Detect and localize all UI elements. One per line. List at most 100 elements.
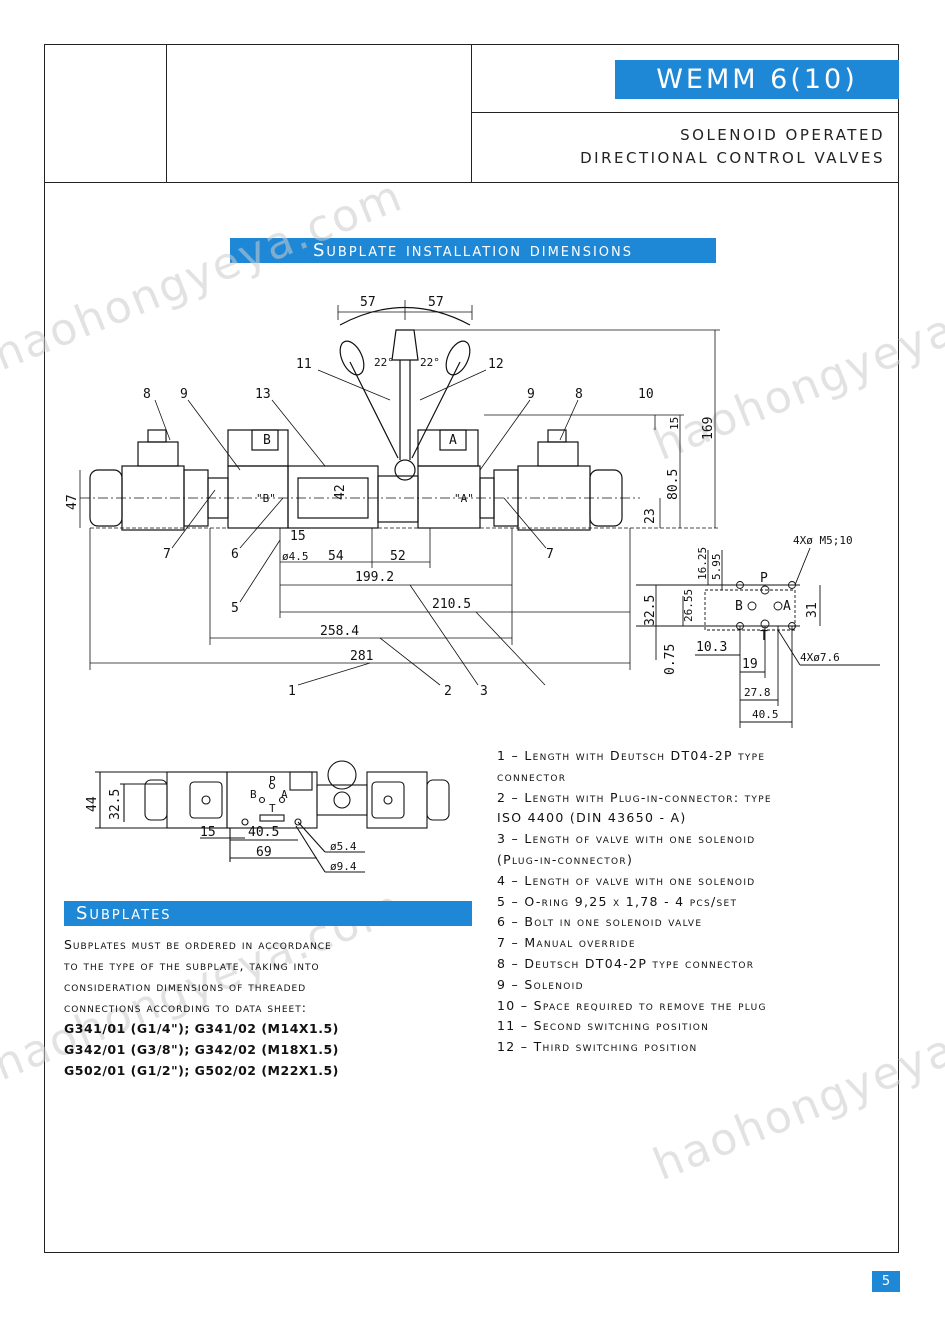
dim-label: 40.5	[248, 825, 279, 840]
dim-label: 19	[742, 657, 758, 672]
valve-side-view	[80, 306, 640, 531]
legend-item: 10 – Space required to remove the plug	[497, 997, 767, 1013]
port-mark: "A"	[454, 492, 474, 505]
legend-item: 2 – Length with Plug-in-connector: type	[497, 789, 772, 805]
header-divider	[471, 44, 472, 183]
notes-line: Subplates must be ordered in accordance	[64, 937, 332, 952]
callout-label: 8	[575, 387, 583, 402]
callout-label: 12	[488, 357, 504, 372]
port-label: B	[735, 599, 743, 614]
port-label: T	[269, 802, 276, 815]
legend-item: 3 – Length of valve with one solenoid	[497, 831, 756, 847]
notes-line: to the type of the subplate, taking into	[64, 958, 320, 973]
legend-item: (Plug-in-connector)	[497, 851, 634, 867]
dim-label: 15	[290, 529, 306, 544]
dim-label: 27.8	[744, 686, 771, 699]
dim-label: 31	[805, 602, 820, 618]
port-label: B	[263, 433, 271, 448]
subtitle-line: SOLENOID OPERATED	[680, 126, 885, 144]
drawing-labels: 57 57 22° 22° 8 9 13 11 12 9 8 10 7 6 5 …	[65, 295, 853, 873]
page-number: 5	[872, 1271, 900, 1292]
dim-label: ø9.4	[330, 860, 357, 873]
callout-label: 10	[638, 387, 654, 402]
dim-label: 0.75	[663, 644, 678, 675]
callout-label: 7	[546, 547, 554, 562]
legend-item: 5 – O-ring 9,25 x 1,78 - 4 pcs/set	[497, 893, 738, 909]
dim-label: 69	[256, 845, 272, 860]
dim-label: 10.3	[696, 640, 727, 655]
callout-label: 11	[296, 357, 312, 372]
dim-label: 210.5	[432, 597, 471, 612]
legend-item: 6 – Bolt in one solenoid valve	[497, 914, 703, 930]
callout-label: 9	[180, 387, 188, 402]
dim-label: ø4.5	[282, 550, 309, 563]
plan-view	[95, 760, 450, 873]
callout-label: 13	[255, 387, 271, 402]
dim-label: 47	[65, 494, 80, 510]
dim-label: 32.5	[643, 595, 658, 626]
dim-label: 57	[360, 295, 376, 310]
dim-label: 44	[85, 796, 100, 812]
subplate-code: G341/01 (G1/4"); G341/02 (M14X1.5)	[64, 1021, 339, 1036]
subplate-code: G502/01 (G1/2"); G502/02 (M22X1.5)	[64, 1063, 339, 1078]
section-title-subplates: Subplates	[64, 901, 472, 926]
legend-item: 1 – Length with Deutsch DT04-2P type	[497, 748, 766, 763]
callout-label: 9	[527, 387, 535, 402]
dim-label: 281	[350, 649, 373, 664]
port-label: B	[250, 788, 257, 801]
dim-label: 23	[643, 508, 658, 524]
dim-label: 15	[668, 417, 681, 430]
angle-label: 22°	[420, 356, 440, 369]
legend-item: 7 – Manual override	[497, 935, 636, 951]
port-label: A	[449, 433, 457, 448]
port-label: P	[269, 774, 276, 787]
port-label: P	[760, 571, 768, 586]
callout-label: 2	[444, 684, 452, 699]
dim-label: 32.5	[108, 789, 123, 820]
legend-item: connector	[497, 768, 567, 784]
angle-label: 22°	[374, 356, 394, 369]
dim-label: ø5.4	[330, 840, 357, 853]
callout-label: 8	[143, 387, 151, 402]
dim-label: 54	[328, 549, 344, 564]
dim-label: 5.95	[710, 554, 723, 581]
subplates-notes: Subplates must be ordered in accordance …	[64, 934, 474, 1081]
dim-label: 169	[701, 417, 716, 440]
callout-label: 3	[480, 684, 488, 699]
port-label: A	[281, 788, 288, 801]
port-label: A	[783, 599, 791, 614]
notes-line: connections according to data sheet:	[64, 1000, 307, 1015]
legend-list: 1 – Length with Deutsch DT04-2P type con…	[497, 746, 882, 1058]
dim-label: 57	[428, 295, 444, 310]
dimension-lines	[79, 300, 720, 686]
dim-label: 15	[200, 825, 216, 840]
callout-label: 1	[288, 684, 296, 699]
port-mark: "B"	[256, 492, 276, 505]
legend-item: ISO 4400 (DIN 43650 - A)	[497, 810, 687, 826]
port-label: T	[760, 629, 768, 644]
dim-label: 42	[333, 484, 348, 500]
legend-item: 8 – Deutsch DT04-2P type connector	[497, 955, 755, 971]
callout-label: 7	[163, 547, 171, 562]
dim-label: 4Xø7.6	[800, 651, 840, 664]
legend-item: 4 – Length of valve with one solenoid	[497, 872, 756, 888]
product-subtitle: SOLENOID OPERATED DIRECTIONAL CONTROL VA…	[580, 124, 885, 170]
callout-label: 6	[231, 547, 239, 562]
subplate-detail	[636, 547, 880, 728]
dim-label: 26.55	[682, 589, 695, 622]
dim-label: 258.4	[320, 624, 359, 639]
dim-label: 80.5	[666, 469, 681, 500]
dim-label: 16.25	[696, 547, 709, 580]
dim-label: 52	[390, 549, 406, 564]
subplate-code: G342/01 (G3/8"); G342/02 (M18X1.5)	[64, 1042, 339, 1057]
header-divider	[166, 44, 167, 183]
legend-item: 12 – Third switching position	[497, 1039, 698, 1055]
dim-label: 199.2	[355, 570, 394, 585]
legend-item: 11 – Second switching position	[497, 1018, 710, 1034]
model-title: WEMM 6(10)	[615, 60, 899, 99]
subtitle-line: DIRECTIONAL CONTROL VALVES	[580, 149, 885, 167]
dim-label: 4Xø M5;10	[793, 534, 853, 547]
callout-label: 5	[231, 601, 239, 616]
dim-label: 40.5	[752, 708, 779, 721]
